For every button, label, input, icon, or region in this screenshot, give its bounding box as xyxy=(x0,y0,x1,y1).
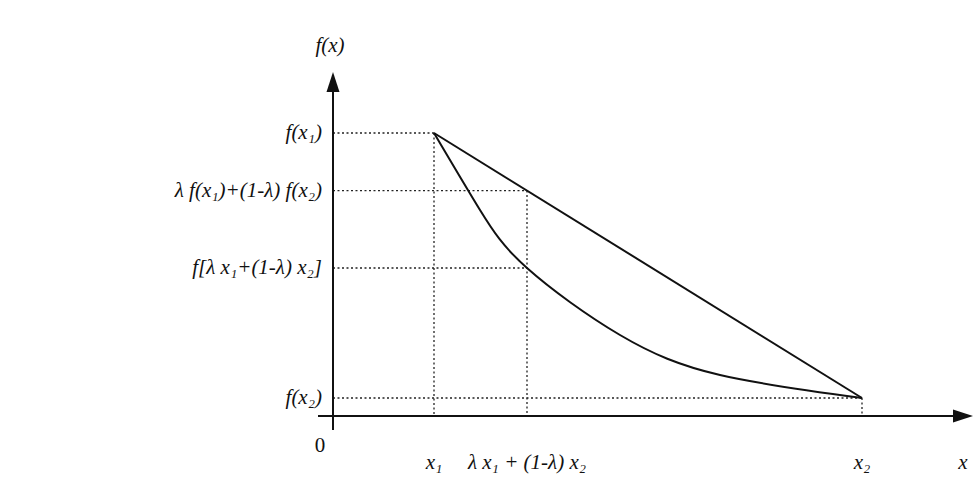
x-axis xyxy=(318,415,956,417)
guide-line xyxy=(433,133,434,416)
tick-label: x₂ xyxy=(854,451,871,474)
convex-curve xyxy=(434,133,862,398)
guide-lines xyxy=(333,133,862,416)
guide-line xyxy=(861,398,862,416)
value-label: λ f(x₁)+(1-λ) f(x₂) xyxy=(175,179,322,202)
guide-line xyxy=(333,132,434,133)
guide-line xyxy=(526,191,527,416)
axis-arrowhead xyxy=(953,410,973,423)
tick-label: x₁ xyxy=(426,451,443,474)
guide-line xyxy=(333,267,527,268)
y-axis xyxy=(332,88,334,430)
origin-label: 0 xyxy=(315,434,326,457)
value-label: f[λ x₁+(1-λ) x₂] xyxy=(192,256,322,279)
axis-label: f(x) xyxy=(315,34,344,57)
chord-line xyxy=(434,133,862,398)
guide-line xyxy=(333,190,527,191)
value-label: f(x₂) xyxy=(286,386,322,409)
value-label: f(x₁) xyxy=(286,121,322,144)
guide-line xyxy=(333,397,862,398)
axis-arrowhead xyxy=(327,72,340,92)
axis-label: x xyxy=(958,451,967,474)
tick-label: λ x₁ + (1-λ) x₂ xyxy=(468,451,586,474)
